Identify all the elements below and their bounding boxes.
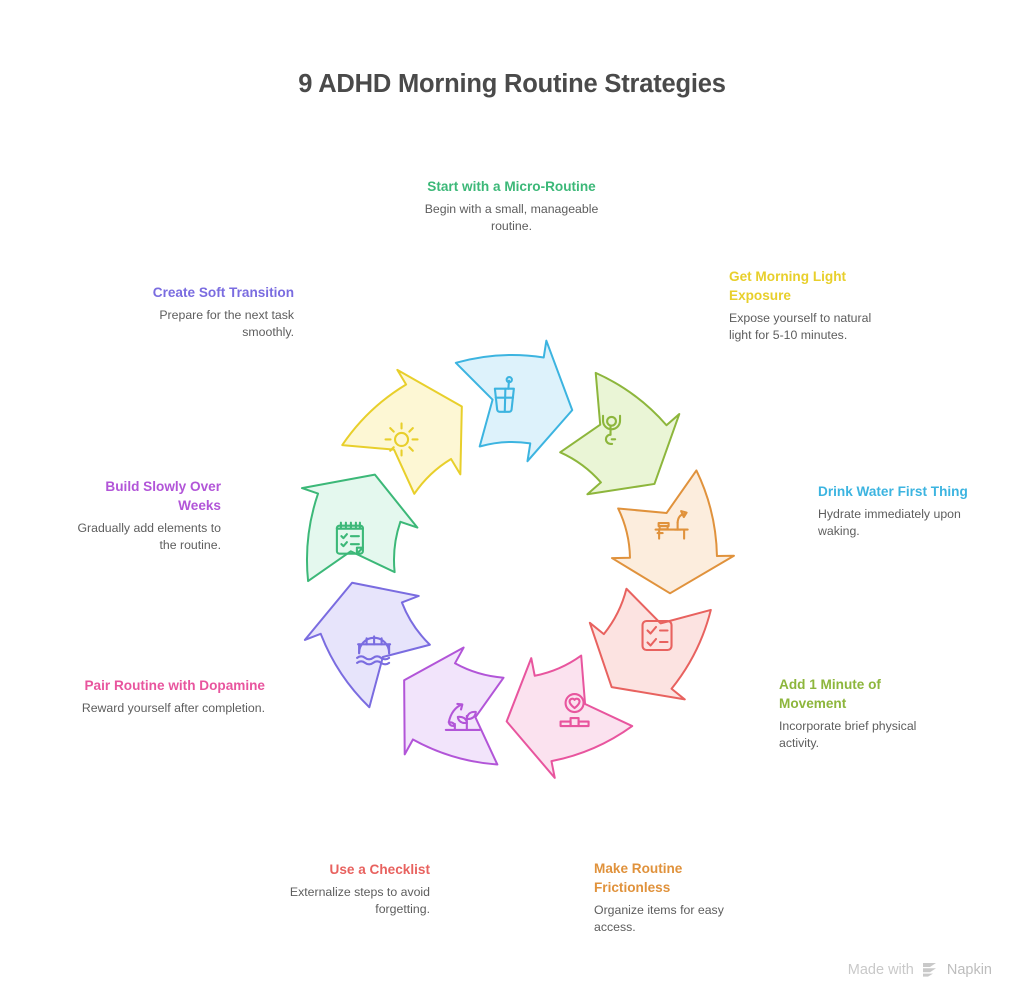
step-label-1: Start with a Micro-Routine Begin with a …	[424, 178, 599, 236]
step-heading-3: Drink Water First Thing	[818, 484, 968, 499]
cycle-segment-3	[454, 339, 574, 463]
growing-plant-icon	[444, 702, 481, 731]
footer-made-with-text: Made with	[847, 961, 914, 978]
step-description-8: Gradually add elements to the routine.	[77, 520, 221, 552]
step-label-3: Drink Water First Thing Hydrate immediat…	[818, 483, 983, 541]
step-label-7: Pair Routine with Dopamine Reward yourse…	[81, 677, 265, 717]
step-heading-7: Pair Routine with Dopamine	[84, 678, 265, 693]
step-label-9: Create Soft Transition Prepare for the n…	[148, 284, 294, 342]
checklist-notepad-icon	[335, 521, 364, 555]
step-description-7: Reward yourself after completion.	[81, 700, 265, 715]
cycle-segment-7	[505, 654, 634, 779]
step-description-4: Incorporate brief physical activity.	[779, 718, 917, 750]
step-description-6: Externalize steps to avoid forgetting.	[289, 884, 430, 917]
stretching-person-icon	[601, 414, 622, 445]
step-heading-8: Build Slowly Over Weeks	[105, 479, 221, 513]
step-label-4: Add 1 Minute of Movement Incorporate bri…	[779, 676, 939, 752]
step-label-6: Use a Checklist Externalize steps to avo…	[268, 861, 430, 919]
cycle-segment-5	[610, 469, 735, 595]
step-label-2: Get Morning Light Exposure Expose yourse…	[729, 268, 889, 344]
step-heading-5: Make Routine Frictionless	[594, 861, 683, 895]
step-description-2: Expose yourself to natural light for 5-1…	[729, 310, 872, 342]
step-heading-2: Get Morning Light Exposure	[729, 269, 847, 303]
checkbox-list-icon	[641, 619, 673, 652]
step-description-1: Begin with a small, manageable routine.	[424, 201, 599, 234]
step-label-5: Make Routine Frictionless Organize items…	[594, 860, 754, 936]
page-title: 9 ADHD Morning Routine Strategies	[298, 70, 726, 98]
bridge-icon	[356, 635, 392, 666]
desk-lamp-icon	[654, 510, 689, 540]
step-heading-4: Add 1 Minute of Movement	[779, 677, 881, 711]
footer-brand-name: Napkin	[946, 961, 992, 978]
footer-attribution: Made with Napkin	[848, 961, 992, 978]
water-glass-icon	[493, 376, 515, 413]
step-label-8: Build Slowly Over Weeks Gradually add el…	[61, 478, 221, 554]
napkin-logo-icon	[922, 963, 936, 977]
cycle-segment-2	[341, 368, 463, 495]
heart-podium-icon	[559, 692, 590, 728]
step-heading-9: Create Soft Transition	[152, 285, 294, 300]
cycle-segment-4	[559, 371, 681, 496]
cycle-arrow-ring	[300, 339, 735, 779]
sun-icon	[384, 422, 419, 457]
step-heading-6: Use a Checklist	[329, 862, 431, 877]
step-heading-1: Start with a Micro-Routine	[427, 179, 596, 194]
cycle-segment-8	[403, 646, 505, 766]
step-description-9: Prepare for the next task smoothly.	[159, 307, 294, 340]
step-description-3: Hydrate immediately upon waking.	[818, 506, 961, 539]
step-description-5: Organize items for easy access.	[594, 902, 724, 934]
